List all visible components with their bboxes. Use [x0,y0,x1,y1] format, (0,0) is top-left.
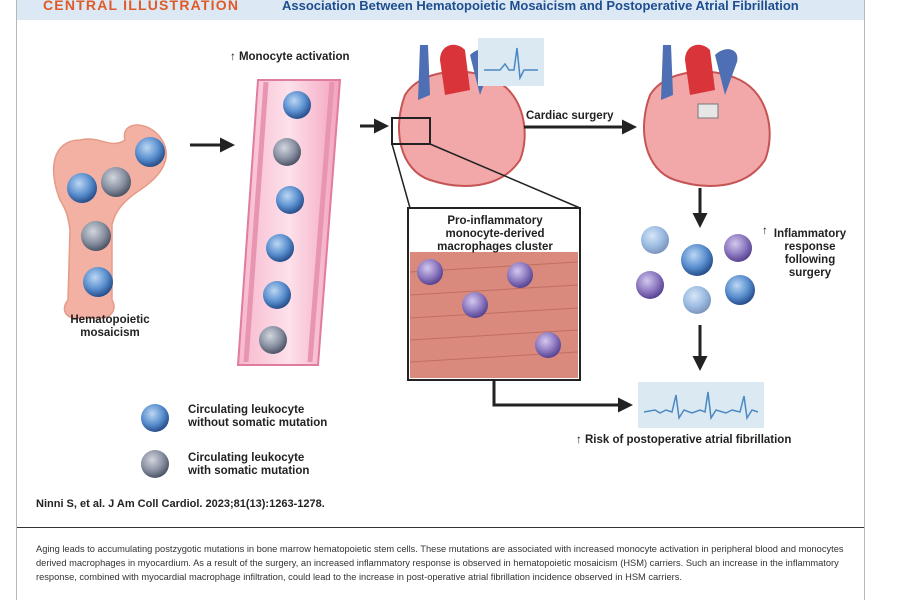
ecg-normal [478,38,544,86]
inflammatory-response-arrow: ↑ [762,225,768,237]
citation: Ninni S, et al. J Am Coll Cardiol. 2023;… [36,498,325,510]
macrophage-cluster-label: Pro-inflammatory monocyte-derived macrop… [437,215,553,253]
monocyte-activation-label: ↑ Monocyte activation [230,51,350,63]
heart-after-surgery [643,44,771,187]
inflammatory-cells [636,226,755,314]
cell-with-mutation [81,221,111,251]
zoom-box [391,117,431,145]
left-border [16,0,17,600]
hematopoietic-mosaicism-label: Hematopoietic mosaicism [70,314,150,339]
macrophage [535,332,561,358]
inflammatory-response-label: Inflammatory response following surgery [773,228,847,279]
header-title: Association Between Hematopoietic Mosaic… [282,0,799,13]
cell-without-mutation [135,137,165,167]
header-label: CENTRAL ILLUSTRATION [43,0,240,13]
macrophage [507,262,533,288]
cell-without-mutation [83,267,113,297]
caption-text: Aging leads to accumulating postzygotic … [36,544,844,582]
cell-with-mutation [101,167,131,197]
macrophage [417,259,443,285]
ecg-atrial-fibrillation [638,382,764,428]
caption-divider [17,527,864,528]
marrow-cells [67,137,165,297]
zoom-line-left [391,143,411,209]
legend-without-mutation-label: Circulating leukocyte without somatic mu… [188,404,328,429]
arrow-box-to-afib [492,380,633,413]
cardiac-surgery-label: Cardiac surgery [526,110,614,122]
macrophage-cluster-box [407,207,581,381]
macrophage [462,292,488,318]
vessel-cells [259,91,311,354]
diagram-figure [52,38,771,478]
legend-with-mutation-label: Circulating leukocyte with somatic mutat… [188,452,310,477]
header-bar: CENTRAL ILLUSTRATION Association Between… [17,0,864,20]
heart-before-surgery [391,44,526,187]
risk-afib-label: ↑ Risk of postoperative atrial fibrillat… [576,434,792,446]
blood-vessel [236,79,342,366]
legend-cell-without-mutation [141,404,169,432]
legend-cell-with-mutation [141,450,169,478]
right-border [864,0,865,600]
zoom-line-right [429,143,581,209]
cell-without-mutation [67,173,97,203]
